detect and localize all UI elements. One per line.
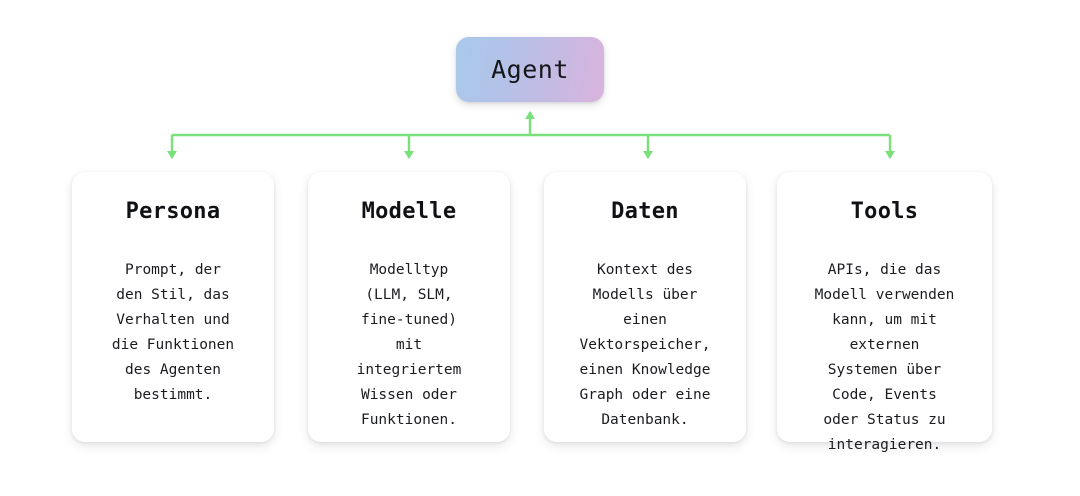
card-title: Persona: [125, 199, 221, 224]
card-body: Modelltyp (LLM, SLM, fine-tuned) mit int…: [356, 262, 462, 428]
card-body: APIs, die das Modell verwenden kann, um …: [814, 262, 955, 453]
card-title: Daten: [611, 199, 679, 224]
card-body: Prompt, der den Stil, das Verhalten und …: [111, 262, 235, 403]
card-daten[interactable]: Daten Kontext des Modells über einen Vek…: [544, 172, 746, 442]
card-title: Modelle: [361, 199, 457, 224]
card-modelle[interactable]: Modelle Modelltyp (LLM, SLM, fine-tuned)…: [308, 172, 510, 442]
card-title: Tools: [850, 199, 919, 224]
card-persona[interactable]: Persona Prompt, der den Stil, das Verhal…: [72, 172, 274, 442]
card-body: Kontext des Modells über einen Vektorspe…: [579, 262, 711, 428]
root-node-label: Agent: [491, 55, 569, 84]
card-tools[interactable]: Tools APIs, die das Modell verwenden kan…: [777, 172, 992, 453]
root-node-agent[interactable]: Agent: [456, 37, 604, 102]
